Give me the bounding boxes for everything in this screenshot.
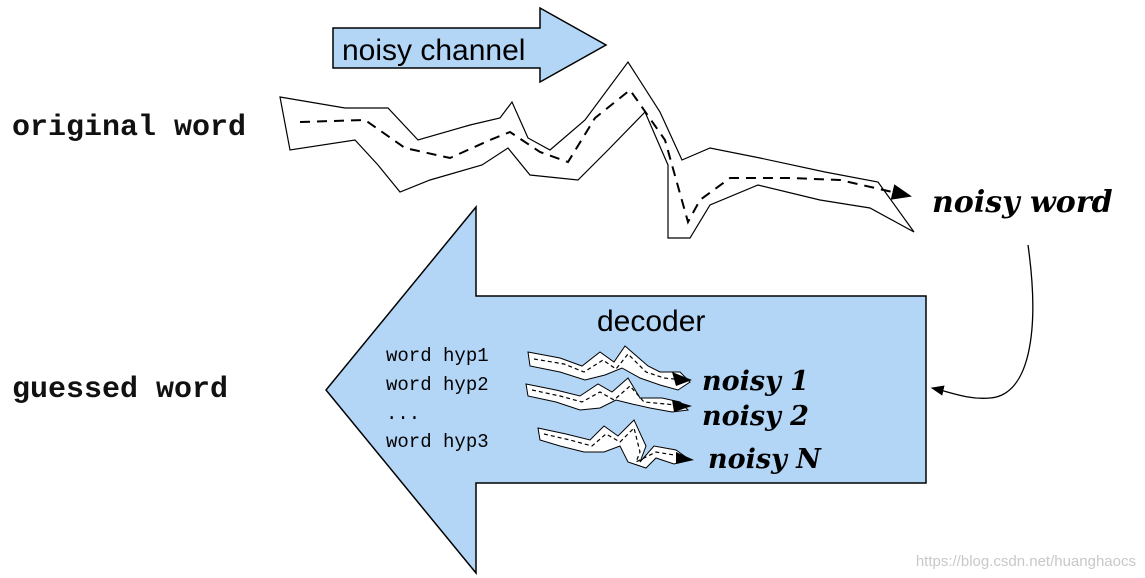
noisy-channel-arrow: noisy channel	[332, 6, 608, 84]
noisy-output-item: noisy N	[708, 444, 822, 475]
hypothesis-item: word hyp3	[386, 431, 489, 453]
small-noisy-path-1	[527, 345, 692, 391]
small-noisy-paths	[525, 345, 694, 469]
noisy-path-dashes	[299, 88, 912, 225]
feedback-connector	[930, 244, 1034, 399]
original-word-label: original word	[12, 111, 246, 145]
noisy-output-item: noisy 1	[702, 366, 809, 397]
noisy-output-list: noisy 1 noisy 2 noisy N	[702, 366, 822, 475]
hypothesis-item: word hyp2	[386, 374, 489, 396]
decoder-label: decoder	[597, 305, 705, 338]
hypothesis-item: ...	[386, 403, 420, 425]
noisy-path	[279, 60, 915, 239]
guessed-word-label: guessed word	[12, 373, 228, 407]
channel-label: noisy channel	[342, 34, 525, 67]
hypothesis-item: word hyp1	[386, 345, 489, 367]
noisy-word-label: noisy word	[932, 185, 1113, 220]
channel-arrow-shape	[332, 6, 608, 84]
small-noisy-path-3	[537, 419, 694, 469]
hypothesis-list: word hyp1 word hyp2 ... word hyp3	[386, 345, 489, 453]
noisy-output-item: noisy 2	[702, 401, 809, 432]
watermark-text: https://blog.csdn.net/huanghaocs	[916, 553, 1136, 570]
noisy-path-band	[279, 60, 915, 239]
small-noisy-path-2	[525, 377, 692, 413]
